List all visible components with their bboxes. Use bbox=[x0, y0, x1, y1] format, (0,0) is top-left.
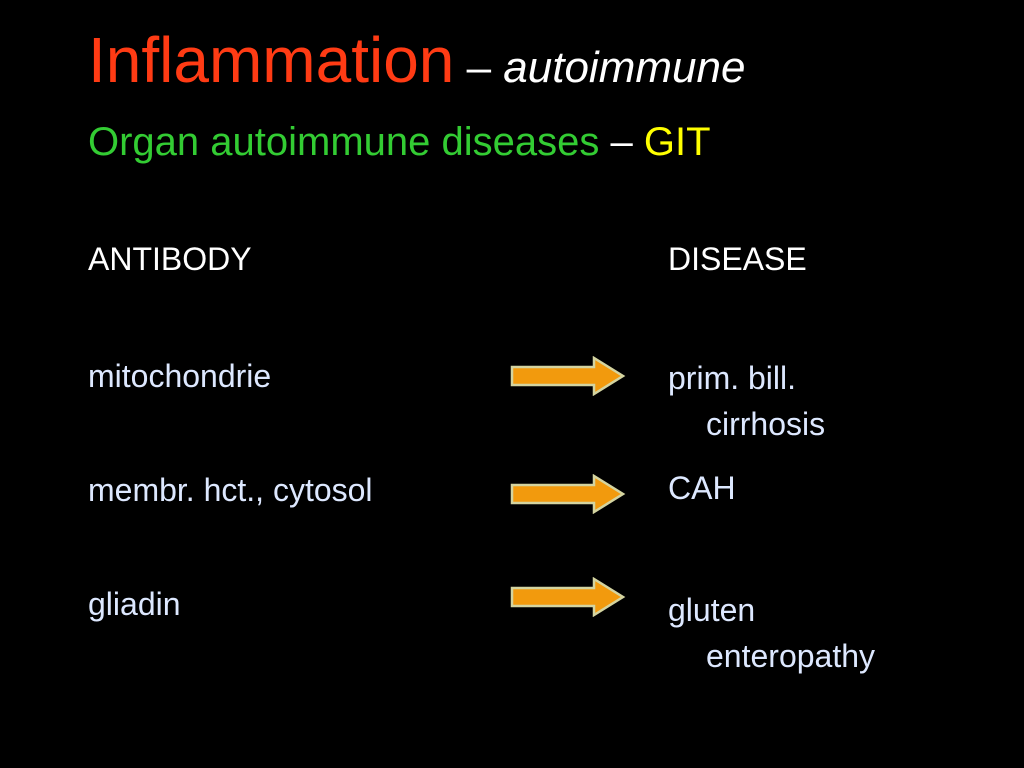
disease-pbc-line2: cirrhosis bbox=[706, 406, 826, 443]
slide-title: Inflammation – autoimmune bbox=[88, 28, 745, 92]
disease-header: DISEASE bbox=[668, 241, 807, 277]
antibody-mitochondrie: mitochondrie bbox=[88, 358, 272, 394]
disease-pbc-line1: prim. bill. bbox=[668, 360, 797, 396]
subtitle-dash: – bbox=[610, 120, 644, 164]
subtitle-area: GIT bbox=[643, 120, 711, 164]
antibody-membr-hct-cytosol: membr. hct., cytosol bbox=[88, 472, 373, 508]
disease-gluten-line1: gluten bbox=[668, 592, 756, 628]
disease-cah: CAH bbox=[668, 465, 988, 511]
subtitle-topic: Organ autoimmune diseases bbox=[88, 120, 611, 164]
disease-gluten-line2: enteropathy bbox=[706, 638, 876, 675]
antibody-header: ANTIBODY bbox=[88, 241, 252, 277]
title-main: Inflammation bbox=[88, 24, 455, 96]
slide-subtitle: Organ autoimmune diseases – GIT bbox=[88, 120, 711, 164]
disease-cah-label: CAH bbox=[668, 470, 736, 506]
antibody-gliadin: gliadin bbox=[88, 586, 181, 622]
arrow-right-icon bbox=[510, 356, 626, 396]
title-subtitle: autoimmune bbox=[503, 43, 746, 92]
arrow-right-icon bbox=[510, 474, 626, 514]
title-dash: – bbox=[454, 43, 504, 92]
disease-gluten-enteropathy: gluten enteropathy bbox=[668, 587, 988, 680]
arrow-right-icon bbox=[510, 577, 626, 617]
disease-pbc: prim. bill. cirrhosis bbox=[668, 355, 988, 448]
